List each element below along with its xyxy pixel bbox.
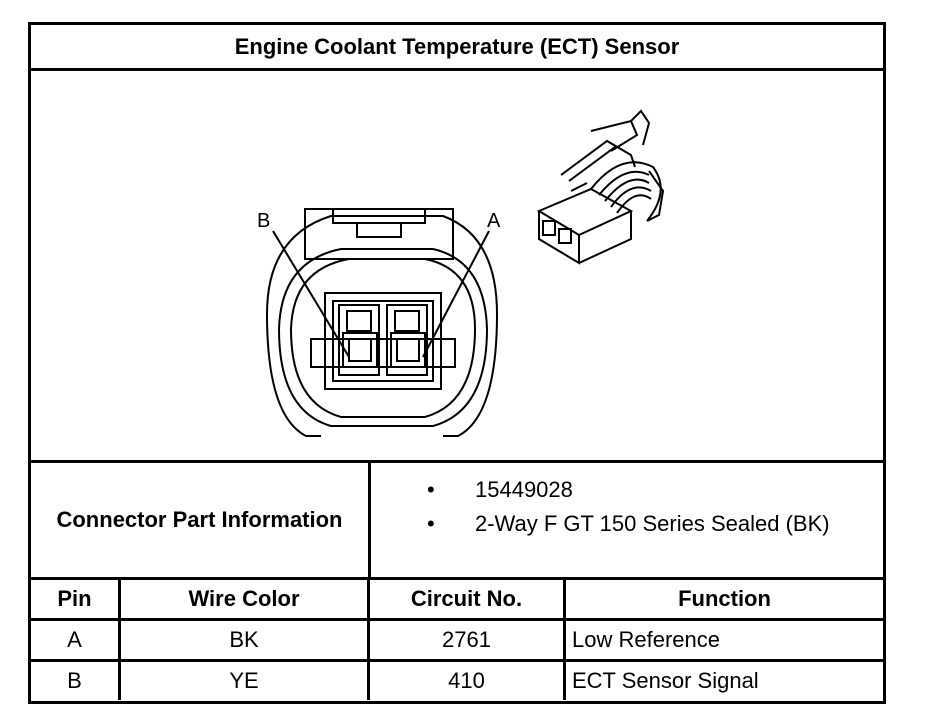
header-wire-color: Wire Color — [121, 580, 370, 618]
connector-illustration: B A — [31, 71, 883, 463]
pin-cell: A — [31, 621, 121, 659]
connector-inner-shell — [277, 248, 489, 427]
function-cell: Low Reference — [572, 627, 720, 652]
pin-label-a: A — [487, 210, 501, 232]
diagram-title: Engine Coolant Temperature (ECT) Sensor — [31, 25, 883, 71]
header-pin: Pin — [31, 580, 121, 618]
table-row: A BK 2761 Low Reference — [31, 621, 883, 662]
leader-line-b — [272, 230, 350, 358]
terminal-housing — [324, 292, 442, 390]
header-function: Function — [678, 586, 771, 611]
circuit-cell: 2761 — [370, 621, 566, 659]
header-circuit: Circuit No. — [370, 580, 566, 618]
bullet-icon: • — [427, 511, 435, 536]
cavity-a — [386, 304, 428, 376]
table-header-row: Pin Wire Color Circuit No. Function — [31, 580, 883, 621]
pin-cell: B — [31, 662, 121, 700]
connector-isometric-view — [536, 109, 665, 265]
connector-drawing: B A — [257, 109, 665, 437]
pin-label-b: B — [257, 210, 270, 232]
wire-color-cell: BK — [121, 621, 370, 659]
circuit-cell: 410 — [370, 662, 566, 700]
leader-line-a — [422, 230, 490, 358]
pinout-table: Pin Wire Color Circuit No. Function A BK… — [31, 577, 883, 704]
wire-color-cell: YE — [121, 662, 370, 700]
connector-outer-shell — [265, 215, 499, 437]
connector-diagram-frame: Engine Coolant Temperature (ECT) Sensor — [28, 22, 886, 704]
table-row: B YE 410 ECT Sensor Signal — [31, 662, 883, 700]
function-cell: ECT Sensor Signal — [572, 668, 759, 693]
connector-part-info-label: Connector Part Information — [31, 463, 371, 577]
connector-type: 2-Way F GT 150 Series Sealed (BK) — [475, 511, 830, 536]
part-number: 15449028 — [475, 477, 573, 502]
bullet-icon: • — [427, 477, 435, 502]
connector-part-info-list: • 15449028 • 2-Way F GT 150 Series Seale… — [371, 463, 883, 577]
